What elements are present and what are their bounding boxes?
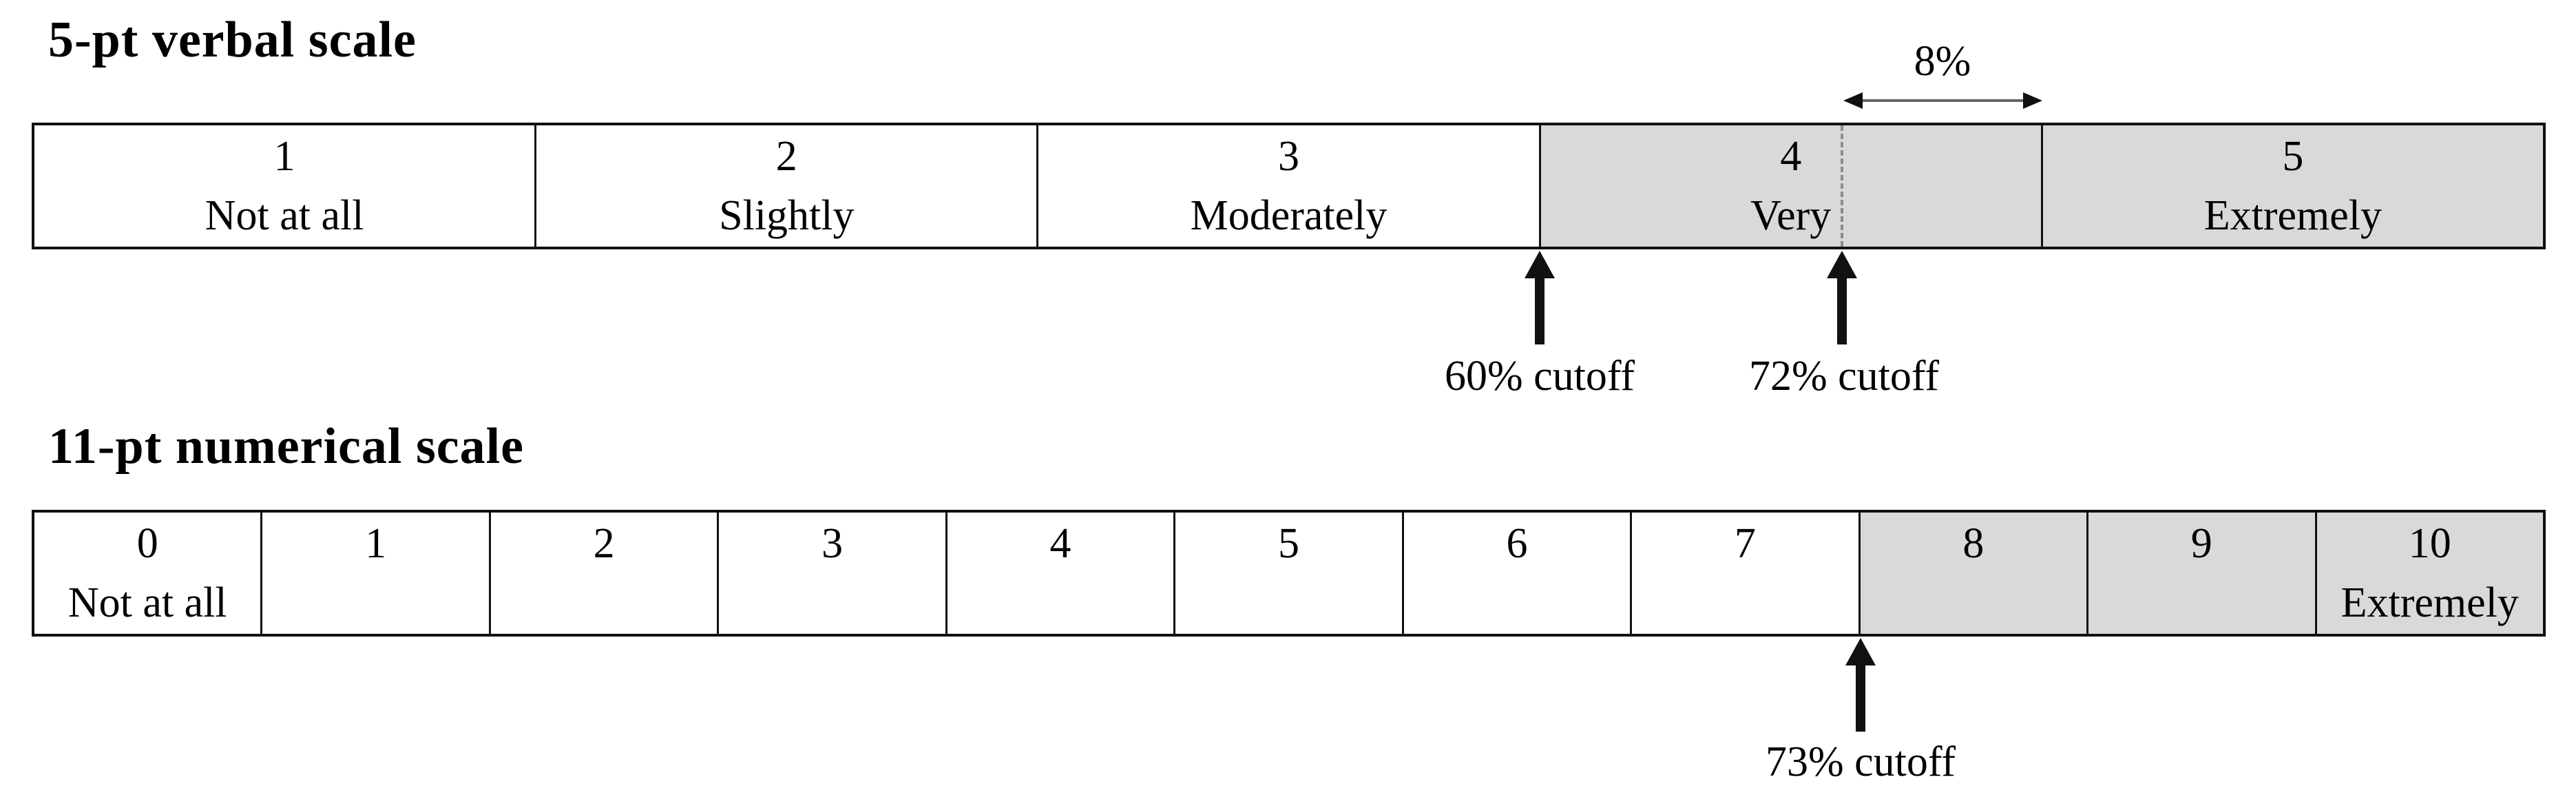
up-arrow-icon [1845, 638, 1876, 732]
cell-label: Not at all [67, 579, 227, 626]
cell-value: 2 [775, 133, 797, 180]
cell-label: Moderately [1190, 192, 1388, 239]
verbal-cell-4: 4 Very [1540, 125, 2043, 247]
cell-value: 5 [2282, 133, 2304, 180]
cutoff-label-60: 60% cutoff [1444, 353, 1635, 400]
cell-value: 3 [1278, 133, 1299, 180]
cell-value: 6 [1506, 520, 1528, 567]
numerical-cell-3: 3 [719, 513, 947, 634]
cell-label: Extremely [2341, 579, 2519, 626]
numerical-cell-8: 8 [1860, 513, 2089, 634]
cell-label: Very [1750, 192, 1832, 239]
up-arrow-icon [1827, 251, 1857, 344]
cell-value: 7 [1734, 520, 1756, 567]
numerical-cell-4: 4 [947, 513, 1176, 634]
numerical-cell-10: 10 Extremely [2316, 513, 2543, 634]
verbal-scale-table: 1 Not at all 2 Slightly 3 Moderately 4 V… [32, 123, 2546, 249]
verbal-cell-5: 5 Extremely [2042, 125, 2544, 247]
cell-value: 4 [1049, 520, 1071, 567]
cell-label: Not at all [205, 192, 364, 239]
cell-value: 9 [2190, 520, 2212, 567]
numerical-cell-6: 6 [1404, 513, 1633, 634]
dashed-cutoff-line [1841, 125, 1843, 247]
verbal-cell-2: 2 Slightly [536, 125, 1039, 247]
numerical-scale-title: 11-pt numerical scale [48, 418, 525, 475]
numerical-cell-0: 0 Not at all [34, 513, 263, 634]
numerical-cell-7: 7 [1632, 513, 1861, 634]
cutoff-label-72: 72% cutoff [1748, 353, 1940, 400]
double-headed-arrow-icon [1843, 92, 2042, 109]
cell-label: Extremely [2203, 192, 2383, 239]
cell-value: 2 [593, 520, 615, 567]
cell-value: 5 [1277, 520, 1299, 567]
numerical-scale-table: 0 Not at all 1 2 3 4 5 6 7 [32, 510, 2546, 637]
cell-value: 10 [2408, 520, 2451, 567]
cutoff-label-73: 73% cutoff [1765, 739, 1956, 785]
verbal-cell-3: 3 Moderately [1038, 125, 1541, 247]
verbal-cell-1: 1 Not at all [34, 125, 537, 247]
cell-value: 1 [273, 133, 295, 180]
cell-value: 4 [1780, 133, 1802, 180]
cell-value: 1 [365, 520, 387, 567]
verbal-scale-title: 5-pt verbal scale [48, 12, 417, 68]
cell-value: 3 [821, 520, 844, 567]
numerical-cell-1: 1 [262, 513, 491, 634]
numerical-cell-5: 5 [1175, 513, 1404, 634]
range-width-label: 8% [1914, 38, 1971, 85]
numerical-cell-9: 9 [2088, 513, 2317, 634]
cell-label: Slightly [719, 192, 855, 239]
cell-value: 0 [136, 520, 158, 567]
up-arrow-icon [1525, 251, 1555, 344]
cell-value: 8 [1962, 520, 1985, 567]
numerical-cell-2: 2 [491, 513, 720, 634]
